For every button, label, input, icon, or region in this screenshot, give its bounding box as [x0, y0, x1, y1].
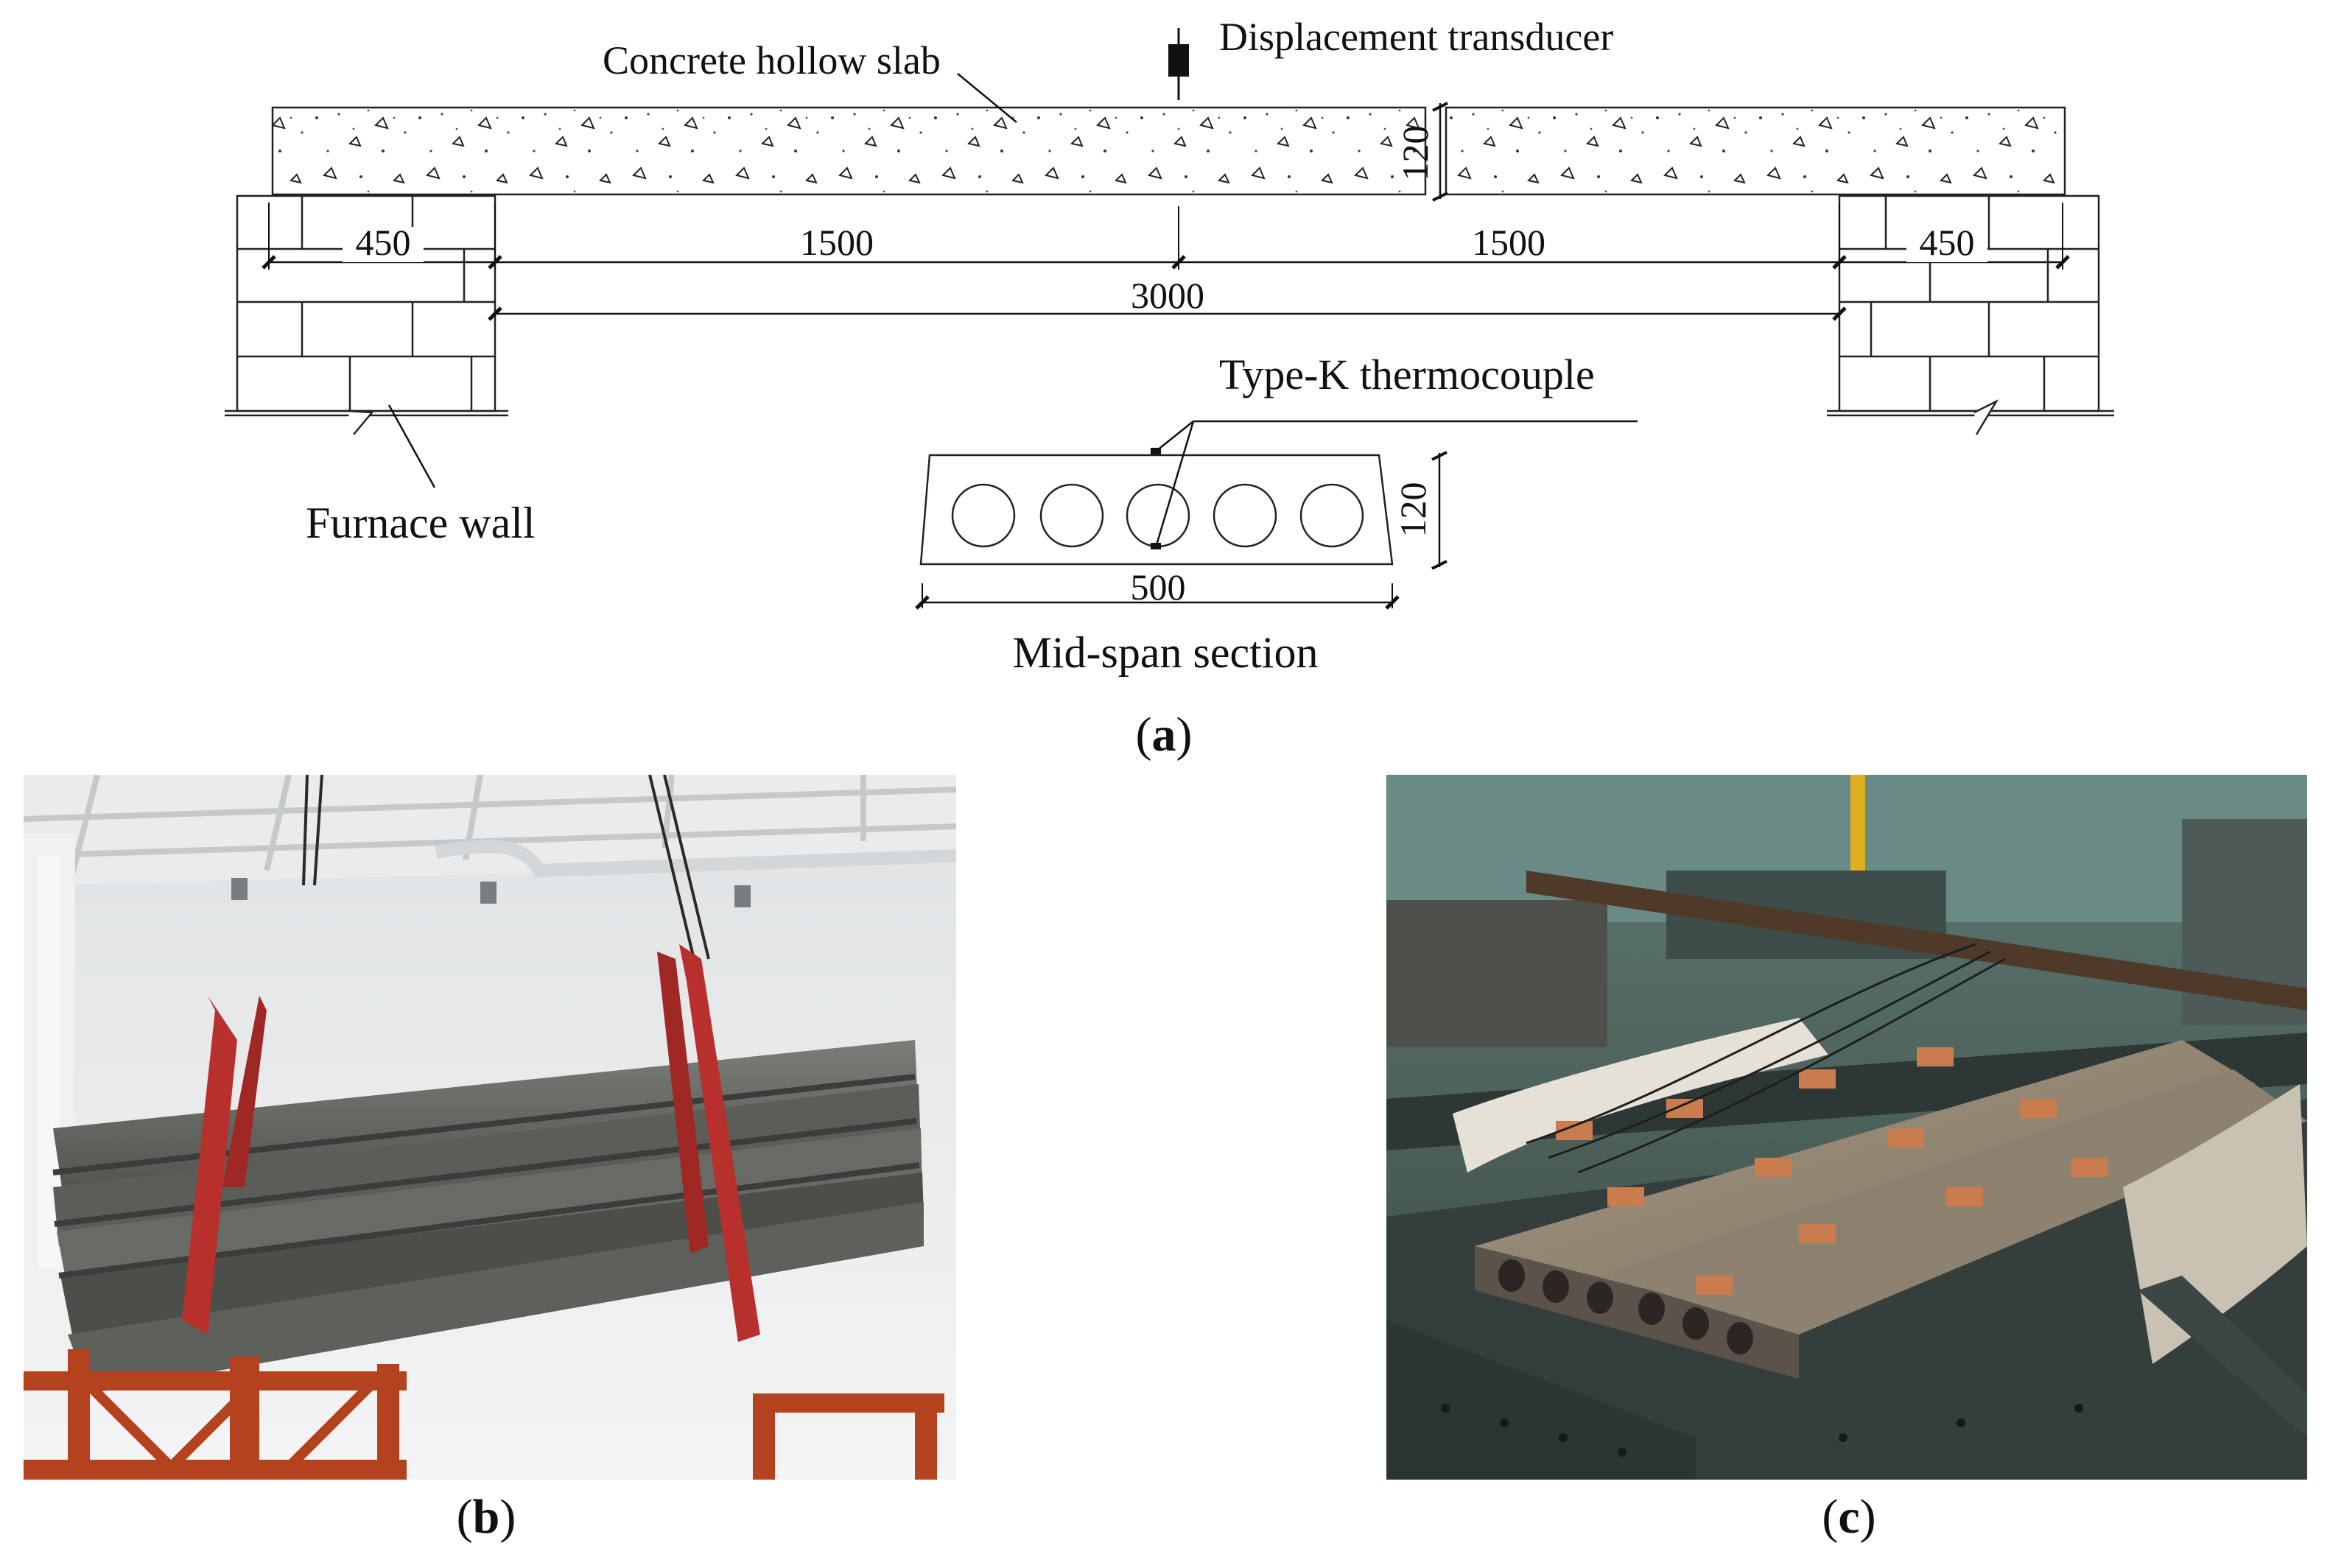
concrete-slab-right [1445, 106, 2066, 196]
slab-thickness-label: 120 [1394, 126, 1436, 181]
slab-leader [957, 73, 1017, 123]
section-width-label: 500 [1131, 566, 1186, 608]
section-label: Mid-span section [1013, 628, 1319, 677]
dim-right-half: 1500 [1472, 222, 1545, 263]
dim-left-half: 1500 [800, 222, 874, 263]
furnace-wall-right [1827, 194, 2114, 435]
thermocouple-label: Type-K thermocouple [1219, 351, 1595, 398]
section-width-dimension [915, 583, 1400, 610]
slab-thickness-dimension [1432, 102, 1448, 202]
dim-left-support: 450 [356, 222, 411, 263]
slab-label: Concrete hollow slab [603, 38, 941, 82]
thermocouple-icon [1151, 420, 1638, 549]
furnace-wall-leader [387, 404, 436, 488]
section-height-label: 120 [1392, 482, 1434, 538]
concrete-slab-left [271, 106, 1427, 196]
dim-span: 3000 [1131, 275, 1204, 316]
dimension-line-span [488, 306, 1847, 321]
caption-b: (b) [456, 1490, 516, 1544]
displacement-transducer-icon [1168, 28, 1189, 100]
section-height-dimension [1431, 451, 1448, 570]
dimension-line-row1 [262, 203, 2070, 270]
photo-slab-lifting [24, 775, 956, 1480]
schematic-drawing: 120 [225, 15, 2114, 677]
caption-c: (c) [1822, 1490, 1876, 1544]
transducer-label: Displacement transducer [1219, 15, 1613, 59]
dim-right-support: 450 [1920, 222, 1975, 263]
mid-span-section-drawing [919, 454, 1394, 566]
caption-a: (a) [1135, 708, 1193, 762]
photo-furnace-setup [1386, 775, 2307, 1480]
furnace-wall-label: Furnace wall [306, 499, 536, 547]
